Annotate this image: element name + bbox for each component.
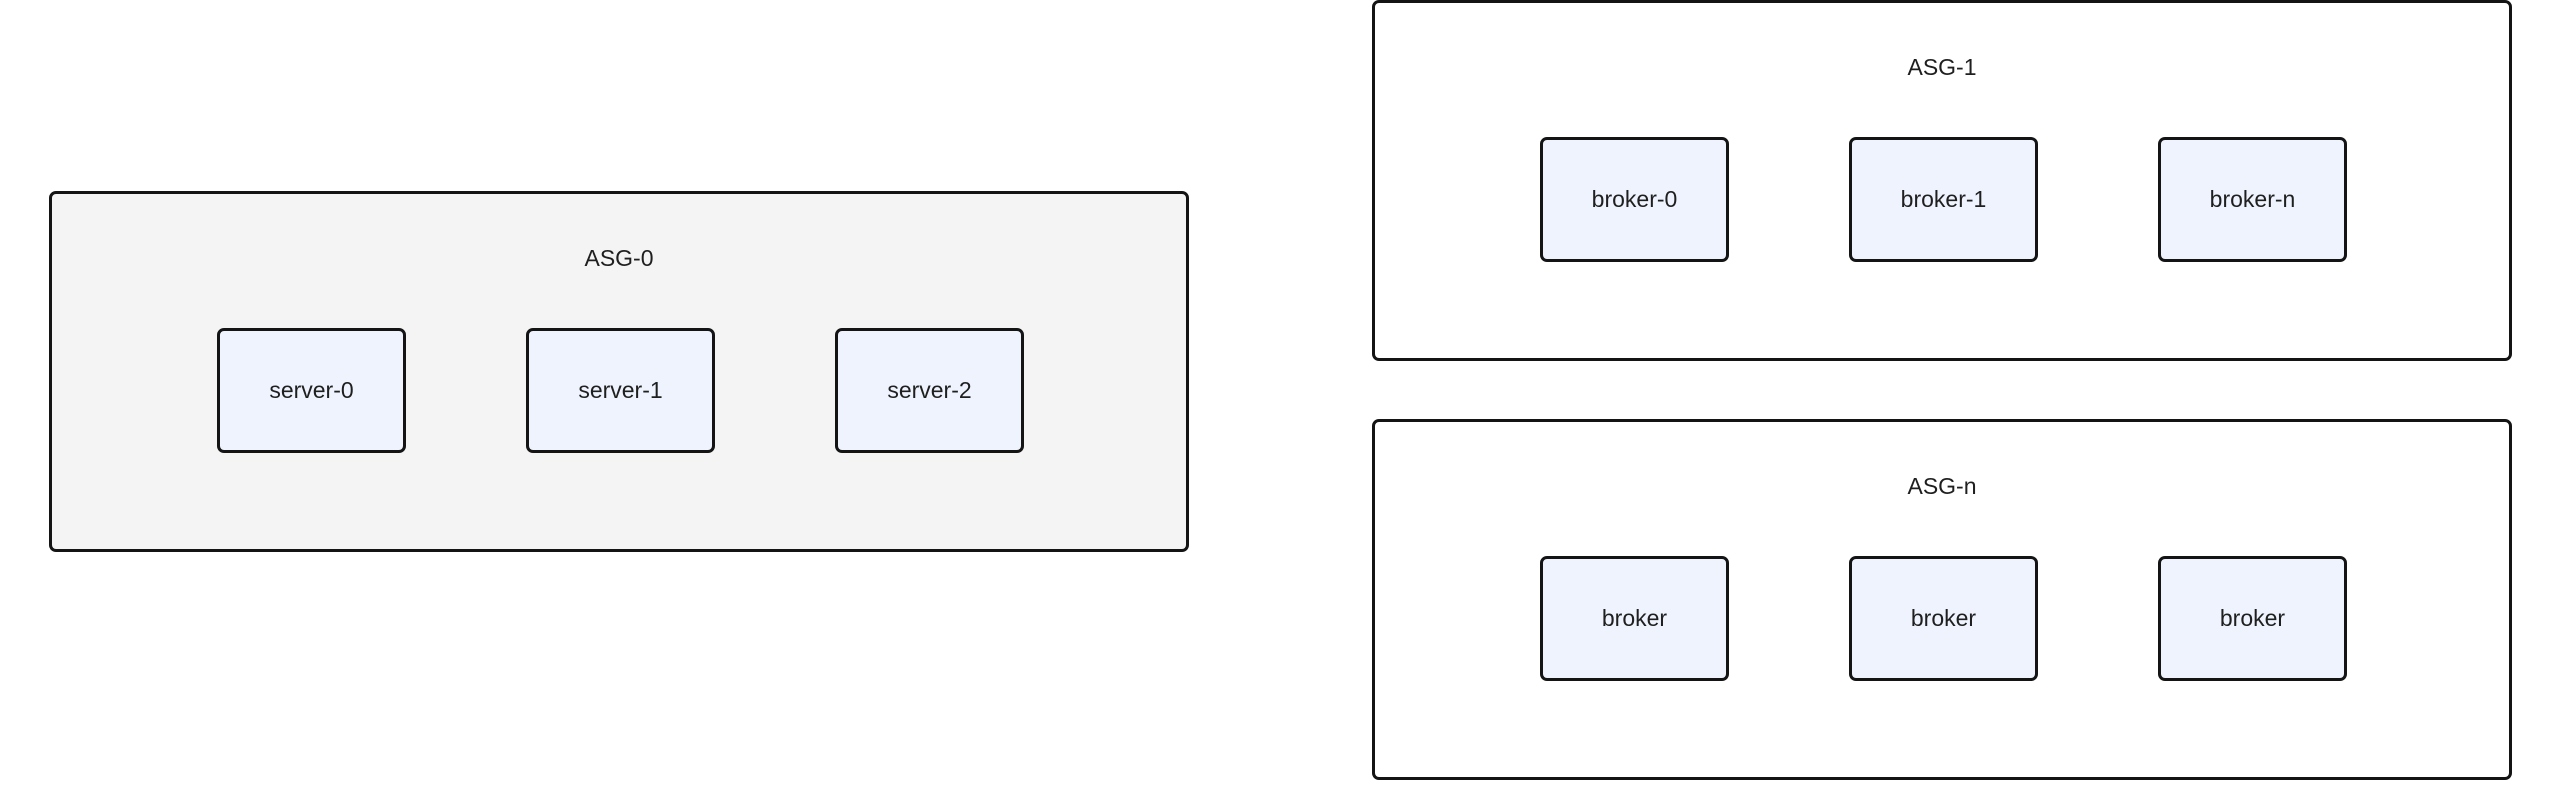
broker-node[interactable]: broker <box>1540 556 1729 681</box>
broker-node[interactable]: broker <box>1849 556 2038 681</box>
group-title: ASG-1 <box>1907 54 1977 80</box>
server-0-node[interactable]: server-0 <box>217 328 406 453</box>
asg-0-group: ASG-0 server-0 server-1 server-2 <box>49 191 1189 552</box>
broker-n-node[interactable]: broker-n <box>2158 137 2347 262</box>
server-1-node[interactable]: server-1 <box>526 328 715 453</box>
asg-n-group: ASG-n broker broker broker <box>1372 419 2512 780</box>
group-title: ASG-n <box>1907 473 1977 499</box>
broker-node[interactable]: broker <box>2158 556 2347 681</box>
asg-1-group: ASG-1 broker-0 broker-1 broker-n <box>1372 0 2512 361</box>
group-title: ASG-0 <box>584 245 654 271</box>
broker-1-node[interactable]: broker-1 <box>1849 137 2038 262</box>
server-2-node[interactable]: server-2 <box>835 328 1024 453</box>
broker-0-node[interactable]: broker-0 <box>1540 137 1729 262</box>
